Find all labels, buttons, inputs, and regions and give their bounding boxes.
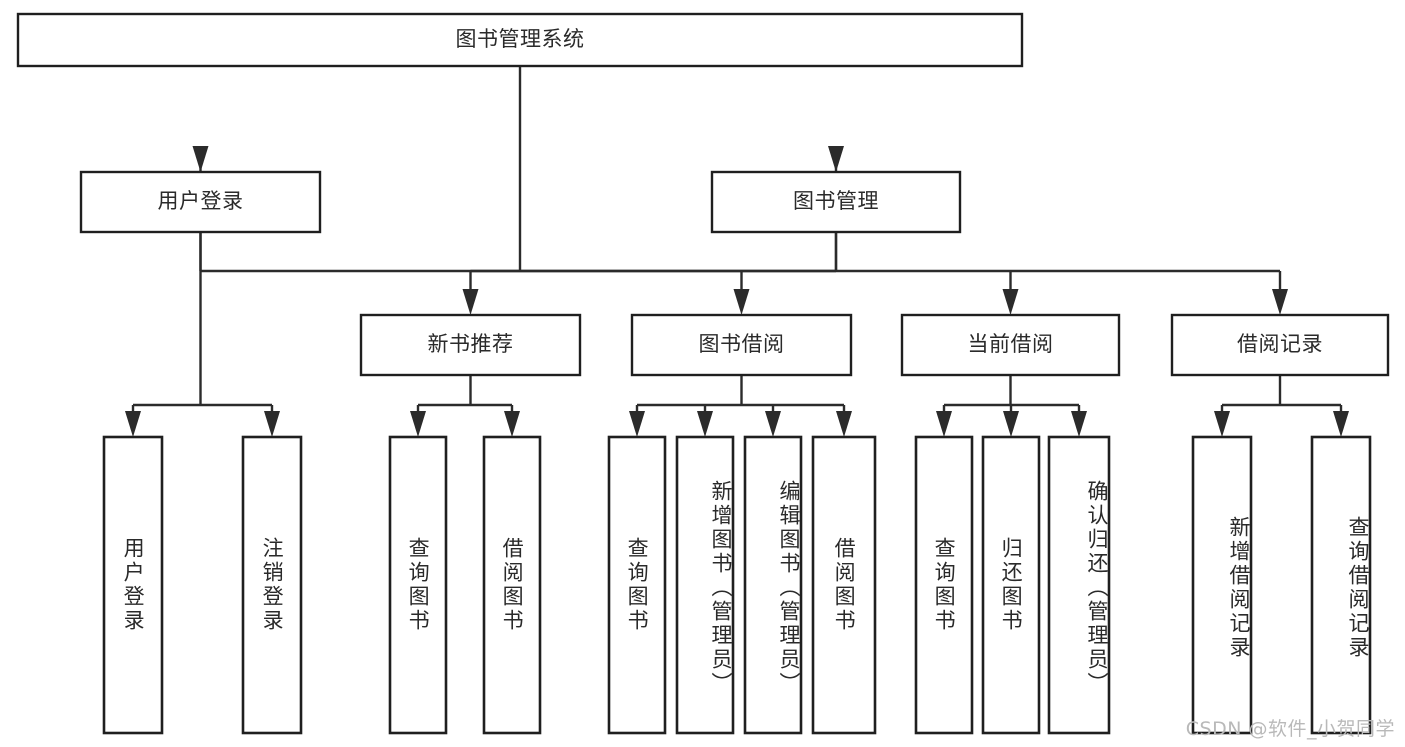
node-box-leaf-query-book-1[interactable] [388,435,448,735]
node-box-leaf-borrow-book-2[interactable] [811,435,877,735]
connector-root [192,66,844,273]
connector-new-book-rec [410,375,520,437]
node-box-current-borrow[interactable] [900,313,1121,377]
node-box-leaf-query-book-2[interactable] [607,435,667,735]
connector-user-login [125,232,280,437]
connector-book-manage [462,232,1288,315]
node-box-borrow-record[interactable] [1170,313,1390,377]
node-box-leaf-confirm-return[interactable] [1047,435,1111,735]
node-box-leaf-borrow-book-1[interactable] [482,435,542,735]
node-box-leaf-logout[interactable] [241,435,303,735]
node-box-leaf-edit-book[interactable] [743,435,803,735]
node-box-root[interactable] [16,12,1024,68]
node-box-leaf-add-book[interactable] [675,435,735,735]
node-box-leaf-query-record[interactable] [1310,435,1372,735]
node-box-leaf-return-book[interactable] [981,435,1041,735]
connector-borrow-record [1214,375,1349,437]
node-box-user-login[interactable] [79,170,322,234]
node-box-leaf-user-login[interactable] [102,435,164,735]
connector-current-borrow [936,375,1087,437]
node-box-new-book-rec[interactable] [359,313,582,377]
node-box-book-borrow[interactable] [630,313,853,377]
watermark-text: CSDN @软件_小贺同学 [1185,718,1395,740]
node-box-leaf-add-record[interactable] [1191,435,1253,735]
node-box-book-manage[interactable] [710,170,962,234]
node-box-leaf-query-book-3[interactable] [914,435,974,735]
connector-book-borrow [629,375,852,437]
